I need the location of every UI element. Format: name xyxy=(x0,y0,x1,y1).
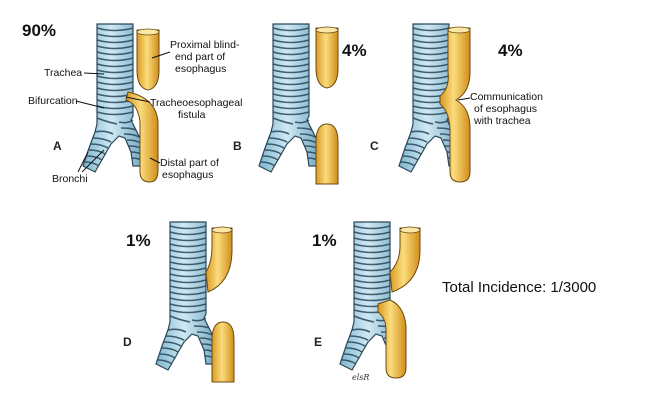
leader-bifurcation xyxy=(75,100,105,109)
leader-bronchi-1 xyxy=(77,151,89,173)
panel-b: 4% B xyxy=(233,23,367,185)
panel-c-letter: C xyxy=(370,139,379,153)
panel-c-percent: 4% xyxy=(498,41,523,60)
label-fistula-1: Tracheoesophageal xyxy=(150,97,242,109)
panel-b-lower-esophagus xyxy=(315,123,339,185)
panel-e-letter: E xyxy=(314,335,322,349)
label-proximal-3: esophagus xyxy=(175,63,226,75)
panel-e-percent: 1% xyxy=(312,231,337,250)
panel-e-upper-esophagus xyxy=(389,227,421,293)
total-incidence: Total Incidence: 1/3000 xyxy=(442,279,596,296)
label-distal-2: esophagus xyxy=(162,169,213,181)
panel-d-percent: 1% xyxy=(126,231,151,250)
label-bifurcation: Bifurcation xyxy=(28,95,78,107)
label-trachea: Trachea xyxy=(44,67,82,79)
panel-a-letter: A xyxy=(53,139,62,153)
label-distal-1: Distal part of xyxy=(160,157,219,169)
label-communication-1: Communication xyxy=(470,91,543,103)
panel-d-airway xyxy=(155,221,219,371)
leader-bronchi-2 xyxy=(81,149,105,173)
label-communication-3: with trachea xyxy=(473,115,531,127)
panel-b-upper-esophagus xyxy=(315,26,339,89)
panel-c: 4% C Communication of esophagus with tra… xyxy=(370,23,543,183)
panel-b-percent: 4% xyxy=(342,41,367,60)
leader-fistula xyxy=(125,96,151,103)
panel-b-airway xyxy=(258,23,322,173)
label-fistula-2: fistula xyxy=(178,109,206,121)
label-proximal-2: end part of xyxy=(175,51,225,63)
artist-signature: elsR xyxy=(352,373,369,382)
panel-b-letter: B xyxy=(233,139,242,153)
leader-trachea xyxy=(83,72,105,75)
panel-a-upper-esophagus xyxy=(136,28,160,91)
panel-d: 1% D xyxy=(123,221,235,383)
leader-proximal xyxy=(151,51,171,59)
panel-a: 90% A Proximal blind- end part of esopha… xyxy=(22,21,242,185)
leader-distal xyxy=(149,157,161,164)
label-communication-2: of esophagus xyxy=(474,103,537,115)
label-proximal-1: Proximal blind- xyxy=(170,39,240,51)
panel-a-percent: 90% xyxy=(22,21,56,40)
panel-d-upper-esophagus xyxy=(205,227,233,293)
panel-e-esophagus-top xyxy=(399,226,421,234)
panel-d-letter: D xyxy=(123,335,132,349)
panel-c-esophagus xyxy=(439,27,471,183)
panel-e: 1% E elsR xyxy=(312,221,421,382)
leader-communication xyxy=(457,97,471,101)
panel-c-esophagus-top xyxy=(447,26,471,34)
panel-d-esophagus-top xyxy=(211,226,233,234)
panel-a-distal-esophagus xyxy=(125,91,159,183)
label-bronchi: Bronchi xyxy=(52,173,88,185)
panel-d-lower-esophagus xyxy=(211,321,235,383)
panel-e-lower-esophagus xyxy=(377,299,407,379)
